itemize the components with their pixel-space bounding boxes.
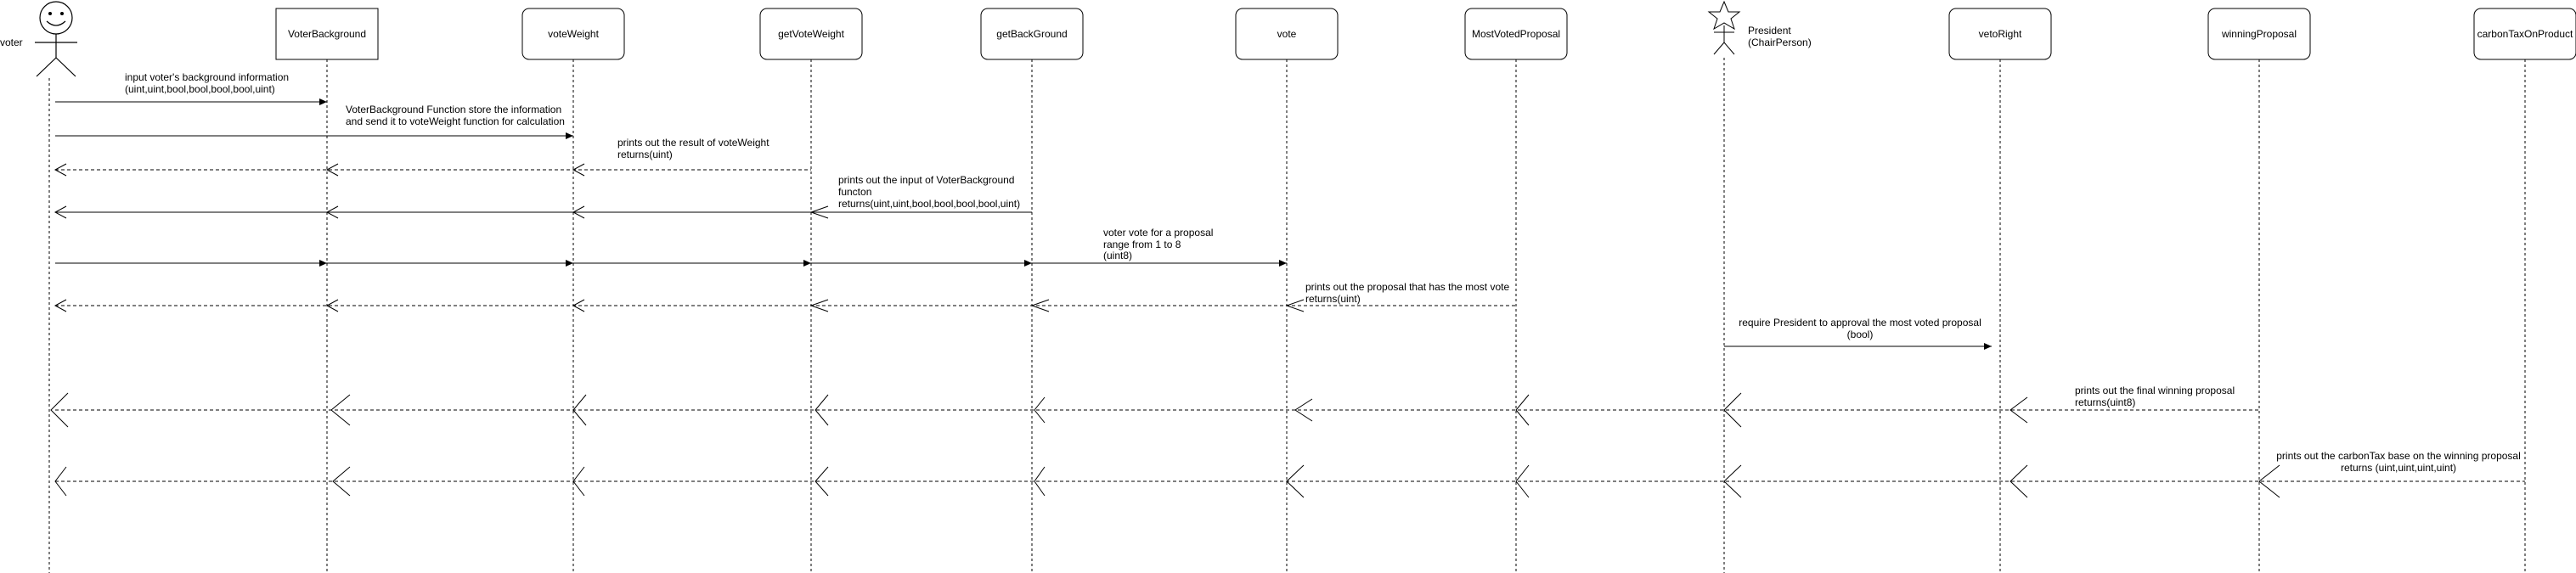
- message-label-winning-proposal-line1: prints out the final winning proposal: [2075, 385, 2235, 396]
- message-label-voter-background-input-line3: returns(uint,uint,bool,bool,bool,bool,ui…: [838, 198, 1020, 210]
- star-icon: [1707, 0, 1741, 31]
- message-label-vote-line2: range from 1 to 8: [1103, 239, 1181, 250]
- participant-box-voter-background: [275, 8, 379, 60]
- participant-labels: VoterBackground voteWeight getVoteWeight…: [288, 28, 2573, 40]
- message-label-carbon-tax-line2: returns (uint,uint,uint,uint): [2341, 462, 2456, 474]
- actor-voter: [35, 1, 77, 77]
- participant-label-vote: vote: [1277, 28, 1297, 40]
- message-label-carbon-tax-line1: prints out the carbonTax base on the win…: [2276, 450, 2521, 462]
- message-label-background-input-line1: input voter's background information: [125, 71, 289, 83]
- participant-label-voter-background: VoterBackground: [288, 28, 366, 40]
- message-label-voter-background-input-line1: prints out the input of VoterBackground: [838, 174, 1014, 186]
- voter-head-icon: [39, 1, 73, 35]
- message-label-president-approval-line2: (bool): [1847, 329, 1874, 340]
- participants: [275, 8, 2576, 60]
- actor-voter-label: voter: [0, 37, 23, 48]
- message-label-voter-background-input-line2: functon: [838, 186, 871, 198]
- participant-label-vote-weight: voteWeight: [548, 28, 599, 40]
- participant-label-get-vote-weight: getVoteWeight: [778, 28, 845, 40]
- actor-president: [1707, 0, 1741, 55]
- lifelines: [48, 58, 2526, 573]
- participant-box-vote: [1235, 8, 1339, 60]
- message-label-winning-proposal-line2: returns(uint8): [2075, 396, 2135, 408]
- participant-label-carbon-tax: carbonTaxOnProduct: [2477, 28, 2573, 40]
- message-label-vote-line1: voter vote for a proposal: [1103, 227, 1213, 239]
- participant-box-get-background: [980, 8, 1084, 60]
- participant-label-get-background: getBackGround: [996, 28, 1067, 40]
- participant-label-most-voted-proposal: MostVotedProposal: [1472, 28, 1560, 40]
- request-arrows: [55, 98, 1992, 350]
- participant-box-vote-weight: [521, 8, 625, 60]
- message-label-vote-weight-result-line2: returns(uint): [617, 149, 673, 160]
- participant-label-veto-right: vetoRight: [1979, 28, 2022, 40]
- message-label-president-approval-line1: require President to approval the most v…: [1739, 317, 1981, 329]
- participant-label-winning-proposal: winningProposal: [2221, 28, 2297, 40]
- participant-box-get-vote-weight: [759, 8, 863, 60]
- participant-box-most-voted-proposal: [1464, 8, 1568, 60]
- actor-president-label: President: [1748, 25, 1791, 37]
- message-label-background-input-line2: (uint,uint,bool,bool,bool,bool,uint): [125, 83, 275, 95]
- participant-box-carbon-tax: [2473, 8, 2576, 60]
- message-label-vote-weight-result-line1: prints out the result of voteWeight: [617, 137, 769, 149]
- return-arrows: [50, 163, 2525, 498]
- participant-box-winning-proposal: [2207, 8, 2311, 60]
- message-label-store-send-line2: and send it to voteWeight function for c…: [346, 115, 565, 127]
- message-label-store-send-line1: VoterBackground Function store the infor…: [346, 104, 561, 115]
- message-labels: input voter's background information (ui…: [125, 71, 2521, 474]
- actor-president-sublabel: (ChairPerson): [1748, 37, 1812, 48]
- message-label-vote-line3: (uint8): [1103, 250, 1132, 261]
- participant-box-veto-right: [1948, 8, 2052, 60]
- message-label-most-voted-line2: returns(uint): [1305, 293, 1361, 305]
- message-label-most-voted-line1: prints out the proposal that has the mos…: [1305, 281, 1509, 293]
